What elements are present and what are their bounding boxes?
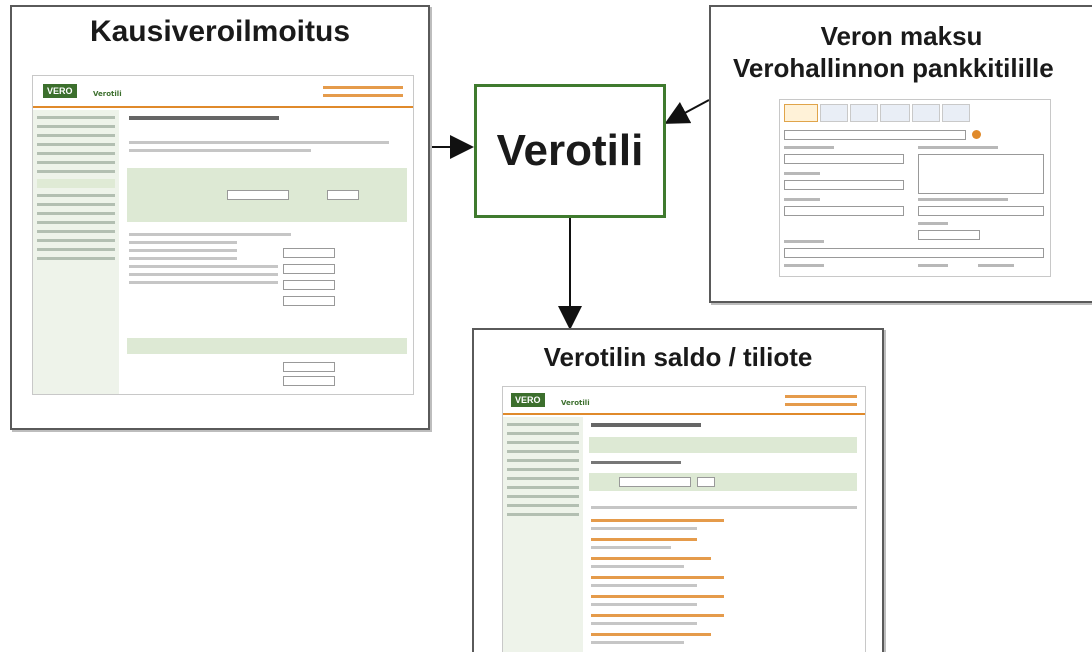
header-divider [33, 106, 413, 108]
statement-heading [591, 423, 701, 427]
transaction-list [591, 501, 857, 652]
screenshot-form: VERO Verotili [32, 75, 414, 395]
payment-tab[interactable] [820, 104, 848, 122]
payment-tab[interactable] [784, 104, 818, 122]
header-links [785, 395, 857, 406]
select-field[interactable] [784, 248, 1044, 258]
arrow-right-to-center [664, 99, 710, 124]
header-links [323, 86, 403, 97]
amount-input[interactable] [283, 296, 335, 306]
panel-title: Kausiveroilmoitus [89, 15, 351, 48]
info-icon[interactable] [972, 130, 981, 139]
panel-kausiveroilmoitus: Kausiveroilmoitus VERO Verotili [10, 5, 430, 430]
vero-logo: VERO [511, 393, 545, 407]
period-selectors [127, 168, 407, 222]
period-label [591, 461, 681, 464]
verotili-label: Verotili [496, 126, 644, 175]
form-rows [129, 228, 399, 284]
panel-veron-maksu: Veron maksu Verohallinnon pankkitilille [709, 5, 1092, 303]
payment-tab[interactable] [942, 104, 970, 122]
verotili-box: Verotili [474, 84, 666, 218]
form-heading [129, 116, 279, 120]
period-selector-band [589, 473, 857, 491]
panel-verotilin-saldo: Verotilin saldo / tiliote VERO Verotili [472, 328, 884, 652]
header-divider [503, 413, 865, 415]
amount-input[interactable] [283, 376, 335, 386]
select-field[interactable] [784, 206, 904, 216]
amount-input[interactable] [283, 248, 335, 258]
panel-title: Verotilin saldo / tiliote [543, 342, 813, 372]
amount-input[interactable] [283, 264, 335, 274]
panel-title-line1: Veron maksu [820, 21, 983, 51]
text-field[interactable] [784, 180, 904, 190]
app-name: Verotili [93, 90, 122, 98]
payment-tab[interactable] [850, 104, 878, 122]
side-navigation [33, 110, 119, 394]
side-navigation [503, 417, 583, 652]
amount-input[interactable] [283, 280, 335, 290]
screenshot-statement: VERO Verotili [502, 386, 866, 652]
template-select[interactable] [784, 130, 966, 140]
reference-field[interactable] [918, 230, 980, 240]
text-field[interactable] [784, 154, 904, 164]
app-name: Verotili [561, 399, 590, 407]
balance-band [589, 437, 857, 453]
vero-logo: VERO [43, 84, 77, 98]
amount-input[interactable] [283, 362, 335, 372]
screenshot-payment [779, 99, 1051, 277]
payment-tab[interactable] [912, 104, 940, 122]
panel-title-line2: Verohallinnon pankkitilille [733, 53, 1054, 83]
summary-band [127, 338, 407, 354]
text-field[interactable] [918, 206, 1044, 216]
payment-tab[interactable] [880, 104, 910, 122]
form-steps [129, 136, 389, 152]
textarea-field[interactable] [918, 154, 1044, 194]
